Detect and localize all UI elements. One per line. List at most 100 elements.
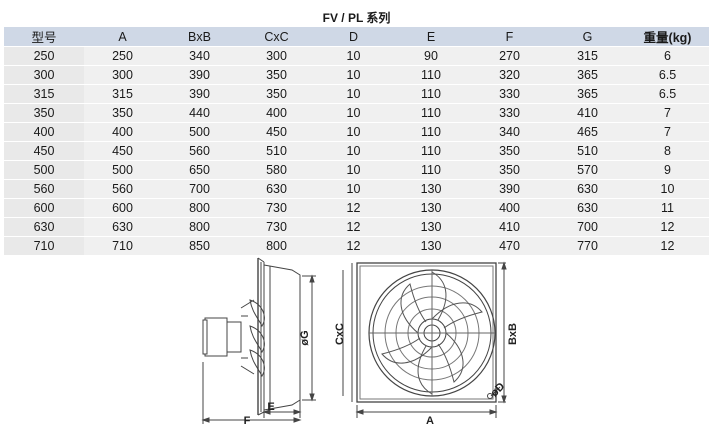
value-cell: 6.5: [626, 65, 710, 85]
value-cell: 110: [392, 122, 470, 142]
value-cell: 470: [470, 236, 549, 256]
col-header-model: 型号: [4, 26, 84, 47]
value-cell: 800: [161, 217, 238, 237]
value-cell: 330: [470, 84, 549, 104]
value-cell: 90: [392, 46, 470, 66]
value-cell: 390: [161, 84, 238, 104]
fan-side-view: [201, 257, 316, 424]
value-cell: 340: [161, 46, 238, 66]
model-cell: 350: [4, 103, 84, 123]
value-cell: 800: [161, 198, 238, 218]
value-cell: 400: [84, 122, 161, 142]
value-cell: 500: [84, 160, 161, 180]
value-cell: 110: [392, 84, 470, 104]
col-header-f: F: [470, 26, 549, 47]
value-cell: 300: [84, 65, 161, 85]
value-cell: 710: [84, 236, 161, 256]
value-cell: 450: [238, 122, 315, 142]
col-header-g: G: [549, 26, 626, 47]
model-cell: 710: [4, 236, 84, 256]
value-cell: 6.5: [626, 84, 710, 104]
square-frame: [356, 262, 497, 403]
value-cell: 580: [238, 160, 315, 180]
dim-label-b: BxB: [507, 323, 519, 345]
model-cell: 600: [4, 198, 84, 218]
value-cell: 365: [549, 84, 626, 104]
value-cell: 9: [626, 160, 710, 180]
value-cell: 510: [549, 141, 626, 161]
value-cell: 730: [238, 198, 315, 218]
value-cell: 6: [626, 46, 710, 66]
value-cell: 700: [161, 179, 238, 199]
fan-blade: [431, 302, 483, 329]
value-cell: 350: [238, 84, 315, 104]
model-cell: 250: [4, 46, 84, 66]
dim-label-c: CxC: [334, 323, 346, 345]
model-cell: 500: [4, 160, 84, 180]
value-cell: 410: [470, 217, 549, 237]
value-cell: 12: [626, 236, 710, 256]
dim-label-g: øG: [299, 330, 311, 345]
value-cell: 570: [549, 160, 626, 180]
model-cell: 630: [4, 217, 84, 237]
value-cell: 12: [315, 236, 392, 256]
value-cell: 630: [549, 198, 626, 218]
col-header-weight: 重量(kg): [626, 26, 710, 47]
value-cell: 12: [315, 217, 392, 237]
fan-guard-profile: [263, 264, 301, 411]
col-header-e: E: [392, 26, 470, 47]
value-cell: 130: [392, 179, 470, 199]
dim-label-f: F: [244, 415, 251, 427]
spec-table: FV / PL 系列 型号 A BxB CxC D E F G 重量(kg) 2…: [4, 8, 710, 256]
value-cell: 390: [161, 65, 238, 85]
value-cell: 400: [470, 198, 549, 218]
value-cell: 10: [315, 122, 392, 142]
model-cell: 560: [4, 179, 84, 199]
value-cell: 630: [549, 179, 626, 199]
value-cell: 500: [161, 122, 238, 142]
motor-shaft-housing: [226, 321, 242, 353]
value-cell: 800: [238, 236, 315, 256]
dim-label-a: A: [426, 415, 434, 427]
header-row: 型号 A BxB CxC D E F G 重量(kg): [4, 26, 710, 47]
value-cell: 130: [392, 217, 470, 237]
value-cell: 330: [470, 103, 549, 123]
value-cell: 560: [84, 179, 161, 199]
value-cell: 465: [549, 122, 626, 142]
col-header-d: D: [315, 26, 392, 47]
value-cell: 340: [470, 122, 549, 142]
value-cell: 10: [315, 46, 392, 66]
value-cell: 110: [392, 160, 470, 180]
value-cell: 8: [626, 141, 710, 161]
value-cell: 510: [238, 141, 315, 161]
value-cell: 315: [84, 84, 161, 104]
value-cell: 730: [238, 217, 315, 237]
value-cell: 10: [315, 65, 392, 85]
value-cell: 350: [470, 160, 549, 180]
value-cell: 315: [549, 46, 626, 66]
dim-label-e: E: [267, 401, 274, 413]
value-cell: 650: [161, 160, 238, 180]
model-cell: 450: [4, 141, 84, 161]
value-cell: 270: [470, 46, 549, 66]
value-cell: 11: [626, 198, 710, 218]
value-cell: 450: [84, 141, 161, 161]
col-header-cxc: CxC: [238, 26, 315, 47]
value-cell: 365: [549, 65, 626, 85]
col-header-bxb: BxB: [161, 26, 238, 47]
table-title: FV / PL 系列: [4, 8, 710, 27]
value-cell: 630: [238, 179, 315, 199]
